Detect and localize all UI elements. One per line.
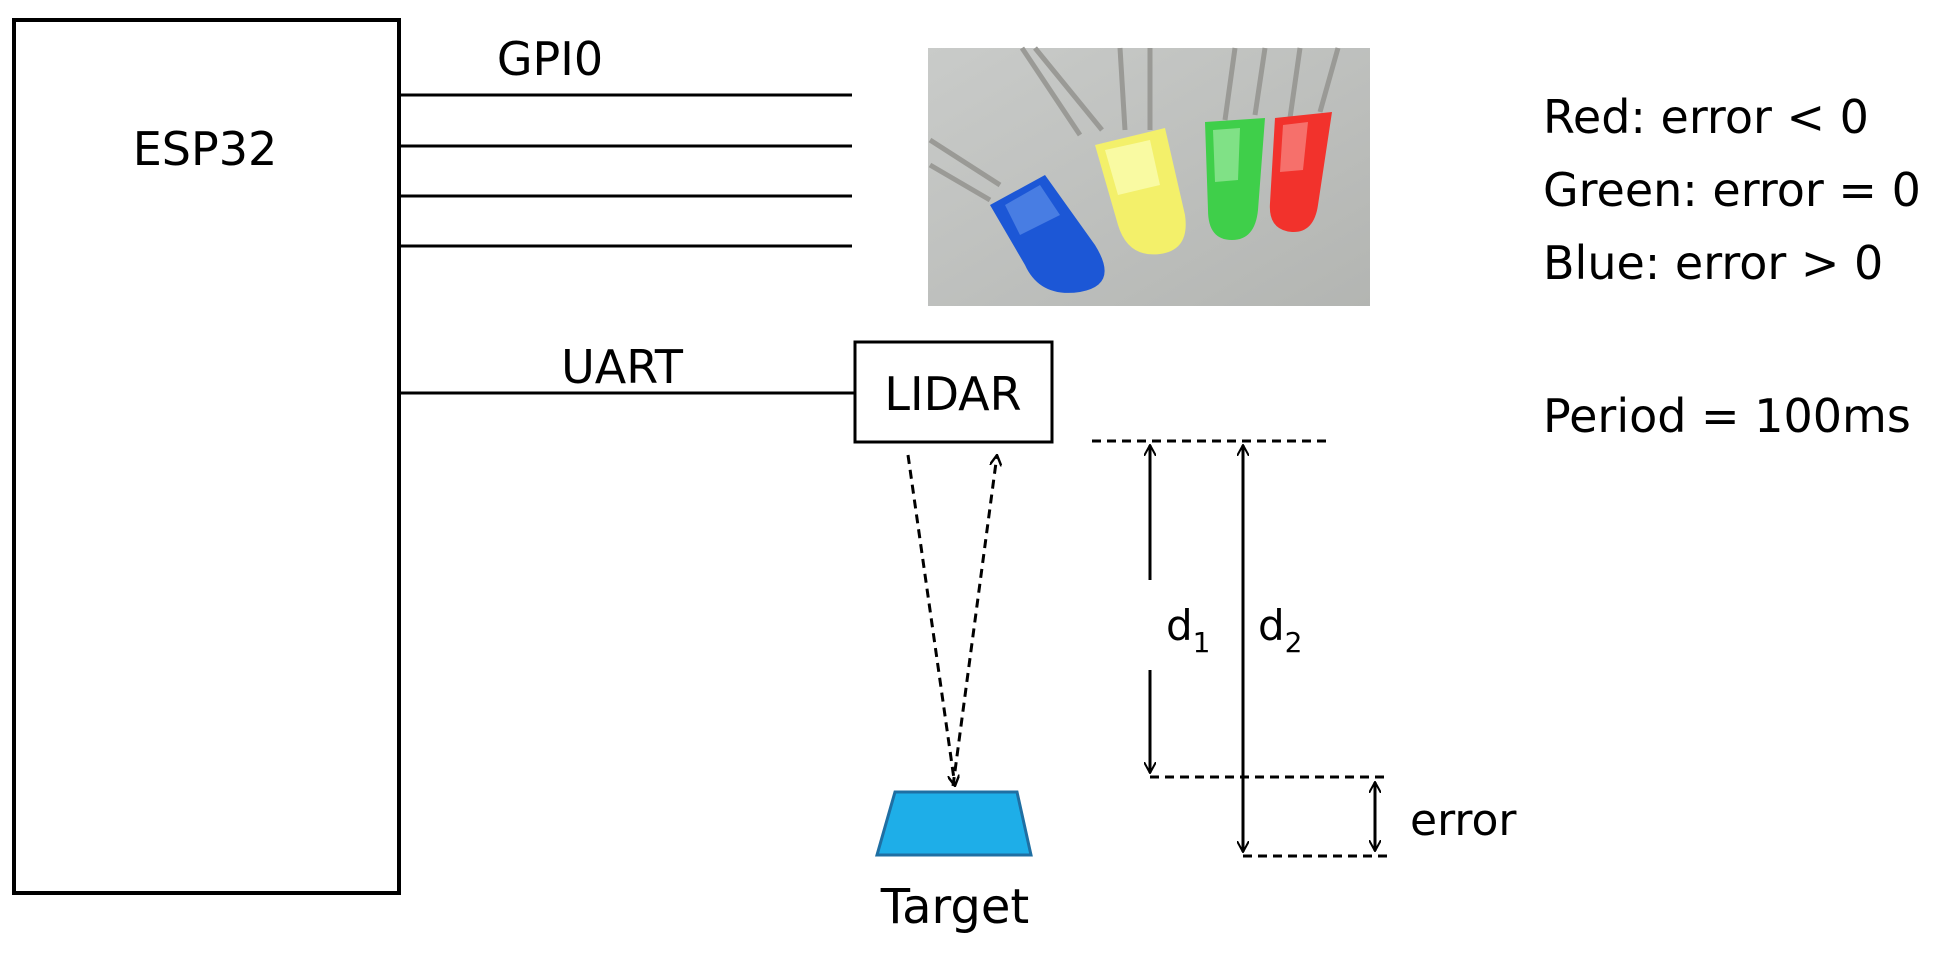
lidar-beam-up	[951, 455, 997, 787]
error-label: error	[1410, 795, 1517, 846]
legend-red: Red: error < 0	[1543, 90, 1869, 144]
lidar-beam-down	[906, 454, 955, 786]
d2-subscript: 2	[1285, 626, 1303, 659]
led-green	[1205, 118, 1265, 240]
lidar-box	[853, 340, 1054, 444]
led-blue	[990, 175, 1105, 293]
esp32-label: ESP32	[133, 122, 278, 176]
led-yellow	[1095, 128, 1186, 255]
d1-subscript: 1	[1193, 626, 1211, 659]
uart-label: UART	[561, 340, 684, 394]
d2-label: d2	[1258, 601, 1303, 659]
d1-label: d1	[1166, 601, 1211, 659]
d2-base: d	[1258, 601, 1285, 650]
period-label: Period = 100ms	[1543, 389, 1911, 443]
d1-base: d	[1166, 601, 1193, 650]
gpio-label: GPI0	[497, 32, 603, 86]
esp32-box	[12, 18, 401, 895]
led-photo	[928, 46, 1370, 306]
lidar-label: LIDAR	[884, 367, 1021, 421]
led-red	[1269, 112, 1332, 233]
legend-green: Green: error = 0	[1543, 163, 1921, 217]
target-label: Target	[880, 879, 1030, 935]
legend-blue: Blue: error > 0	[1543, 236, 1883, 290]
target-shape	[875, 790, 1033, 857]
